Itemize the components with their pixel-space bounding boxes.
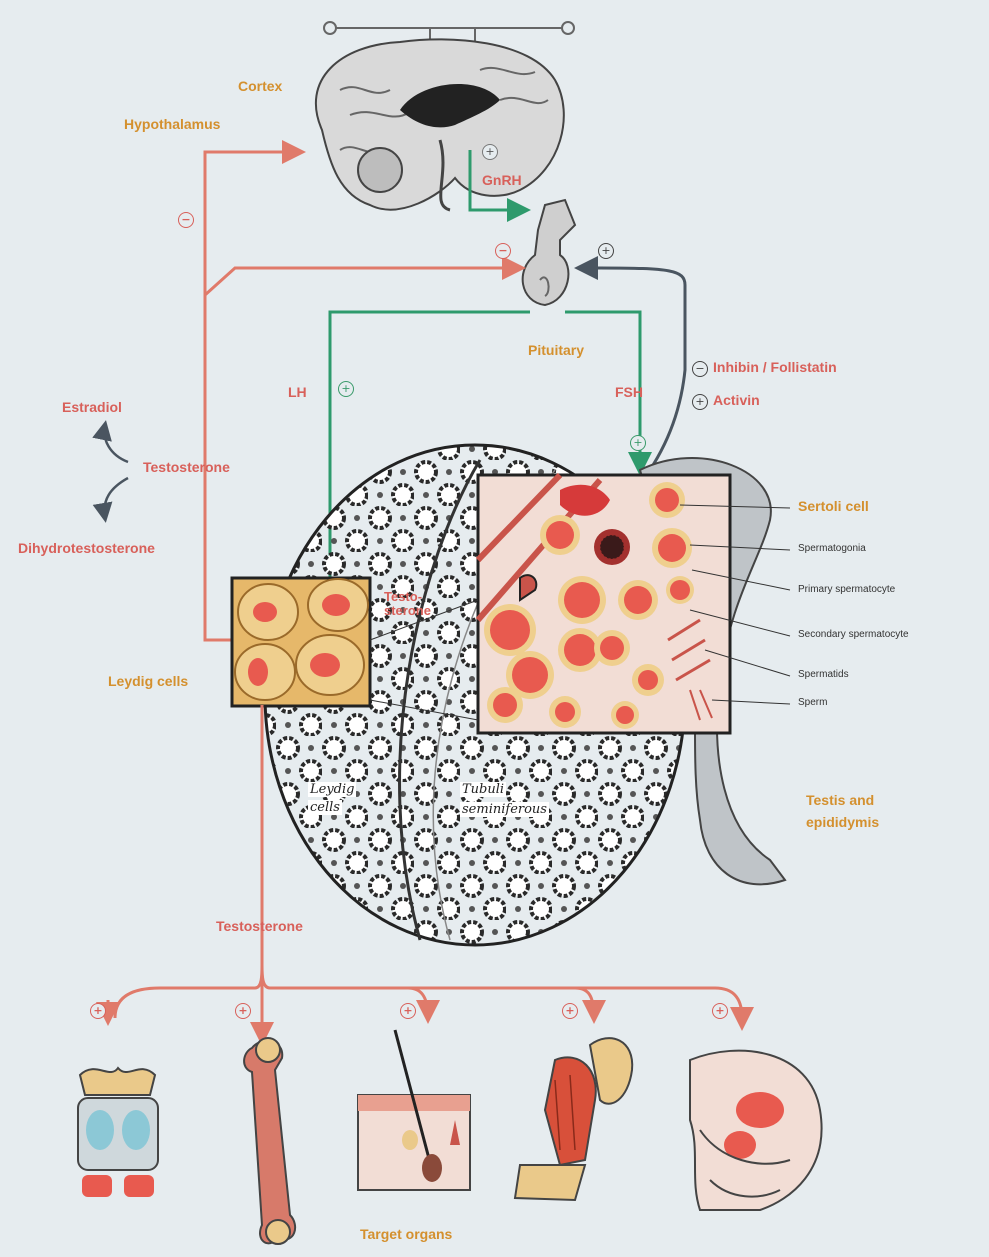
activin-label: Activin — [713, 392, 760, 408]
inhibin-minus-sign: − — [692, 361, 708, 377]
inhibin-label: Inhibin / Follistatin — [713, 359, 837, 375]
sperm-label: Sperm — [798, 697, 827, 708]
bone-plus-sign: + — [235, 1003, 251, 1019]
spermatids-label: Spermatids — [798, 669, 849, 680]
leydig-script-line2: cells — [308, 800, 342, 815]
fsh-label: FSH — [615, 384, 643, 400]
estradiol-label: Estradiol — [62, 399, 122, 415]
pituitary-plus-sign: + — [598, 243, 614, 259]
skin-hair-icon — [358, 1030, 470, 1190]
pituitary-label: Pituitary — [528, 342, 584, 358]
brain-icon — [316, 39, 564, 210]
prostate-plus-sign: + — [712, 1003, 728, 1019]
seminiferous-tubule-inset — [478, 475, 730, 733]
leydig-cells-label: Leydig cells — [108, 673, 188, 689]
dht-label: Dihydrotestosterone — [18, 540, 155, 556]
hypothalamus-minus-sign: − — [178, 212, 194, 228]
testis-label-line2: epididymis — [806, 814, 879, 830]
testosterone-conversion-arrows — [104, 425, 128, 518]
larynx-icon — [78, 1068, 158, 1197]
testosterone-inset-label: Testo-sterone — [384, 590, 450, 618]
testosterone-center-label: Testosterone — [143, 459, 230, 475]
primary-spermatocyte-label: Primary spermatocyte — [798, 584, 895, 595]
muscle-plus-sign: + — [562, 1003, 578, 1019]
sertoli-cell-label: Sertoli cell — [798, 498, 869, 514]
spermatogonia-label: Spermatogonia — [798, 543, 866, 554]
testis-label-line1: Testis and — [806, 792, 874, 808]
cortex-label: Cortex — [238, 78, 282, 94]
fsh-plus-sign: + — [630, 435, 646, 451]
tubuli-script-line2: seminiferous — [460, 802, 549, 817]
bone-icon — [244, 1038, 295, 1244]
gnrh-label: GnRH — [482, 172, 522, 188]
leydig-script-line1: Leydig — [308, 782, 356, 797]
pituitary-minus-sign: − — [495, 243, 511, 259]
testosterone-bottom-label: Testosterone — [216, 918, 303, 934]
target-organs-label: Target organs — [360, 1226, 452, 1242]
larynx-plus-sign: + — [90, 1003, 106, 1019]
tubuli-script-line1: Tubuli — [460, 782, 506, 797]
inhibin-activin-path — [580, 268, 685, 490]
activin-plus-sign: + — [692, 394, 708, 410]
lh-label: LH — [288, 384, 307, 400]
gnrh-plus-sign: + — [482, 144, 498, 160]
prostate-icon — [690, 1051, 822, 1210]
lh-plus-sign: + — [338, 381, 354, 397]
hypothalamus-label: Hypothalamus — [124, 116, 220, 132]
muscle-icon — [515, 1038, 632, 1200]
pituitary-icon — [523, 200, 575, 305]
secondary-spermatocyte-label: Secondary spermatocyte — [798, 629, 909, 640]
skin-plus-sign: + — [400, 1003, 416, 1019]
leydig-cells-inset — [232, 578, 370, 706]
